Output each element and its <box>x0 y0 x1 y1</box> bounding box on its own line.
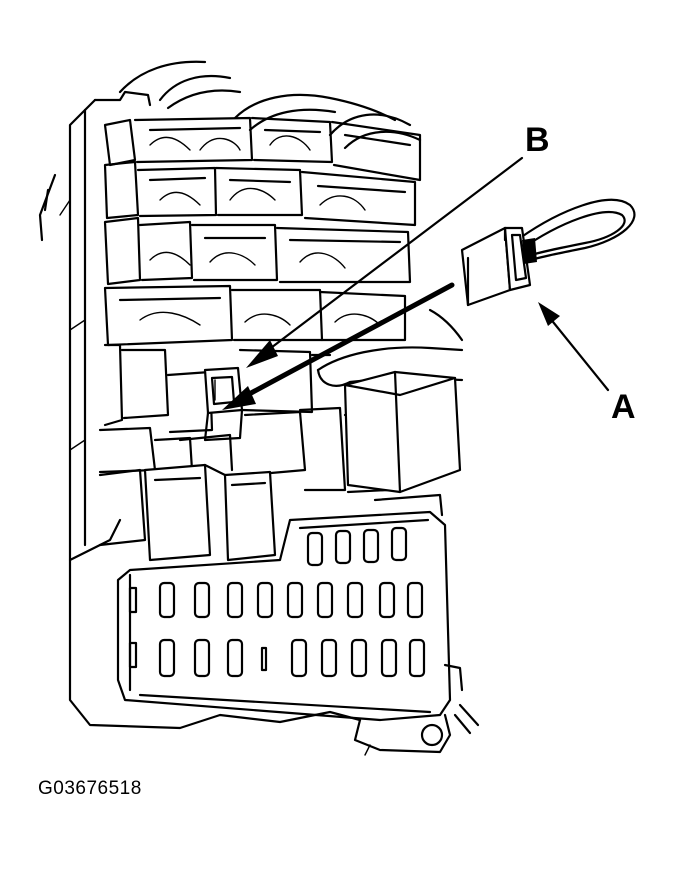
jumper-connector-a <box>460 198 636 307</box>
leader-line-a <box>543 310 610 392</box>
fuse-panel <box>116 510 452 722</box>
insertion-arrowhead <box>222 386 256 410</box>
leader-lines <box>222 156 610 410</box>
arrowhead-a <box>538 302 560 326</box>
large-relay <box>343 370 462 517</box>
figure-id: G03676518 <box>38 778 142 799</box>
insertion-arrow-shaft <box>235 282 455 403</box>
upper-connector-rows <box>103 116 422 347</box>
fuse-box-housing <box>38 90 362 730</box>
arrowhead-b <box>246 340 278 368</box>
mounting-bracket <box>353 663 480 756</box>
callout-label-b: B <box>525 121 550 159</box>
callout-label-a: A <box>611 388 636 426</box>
leader-line-b <box>253 156 524 362</box>
lower-relays <box>143 433 277 562</box>
wire-harness-top <box>118 60 422 150</box>
